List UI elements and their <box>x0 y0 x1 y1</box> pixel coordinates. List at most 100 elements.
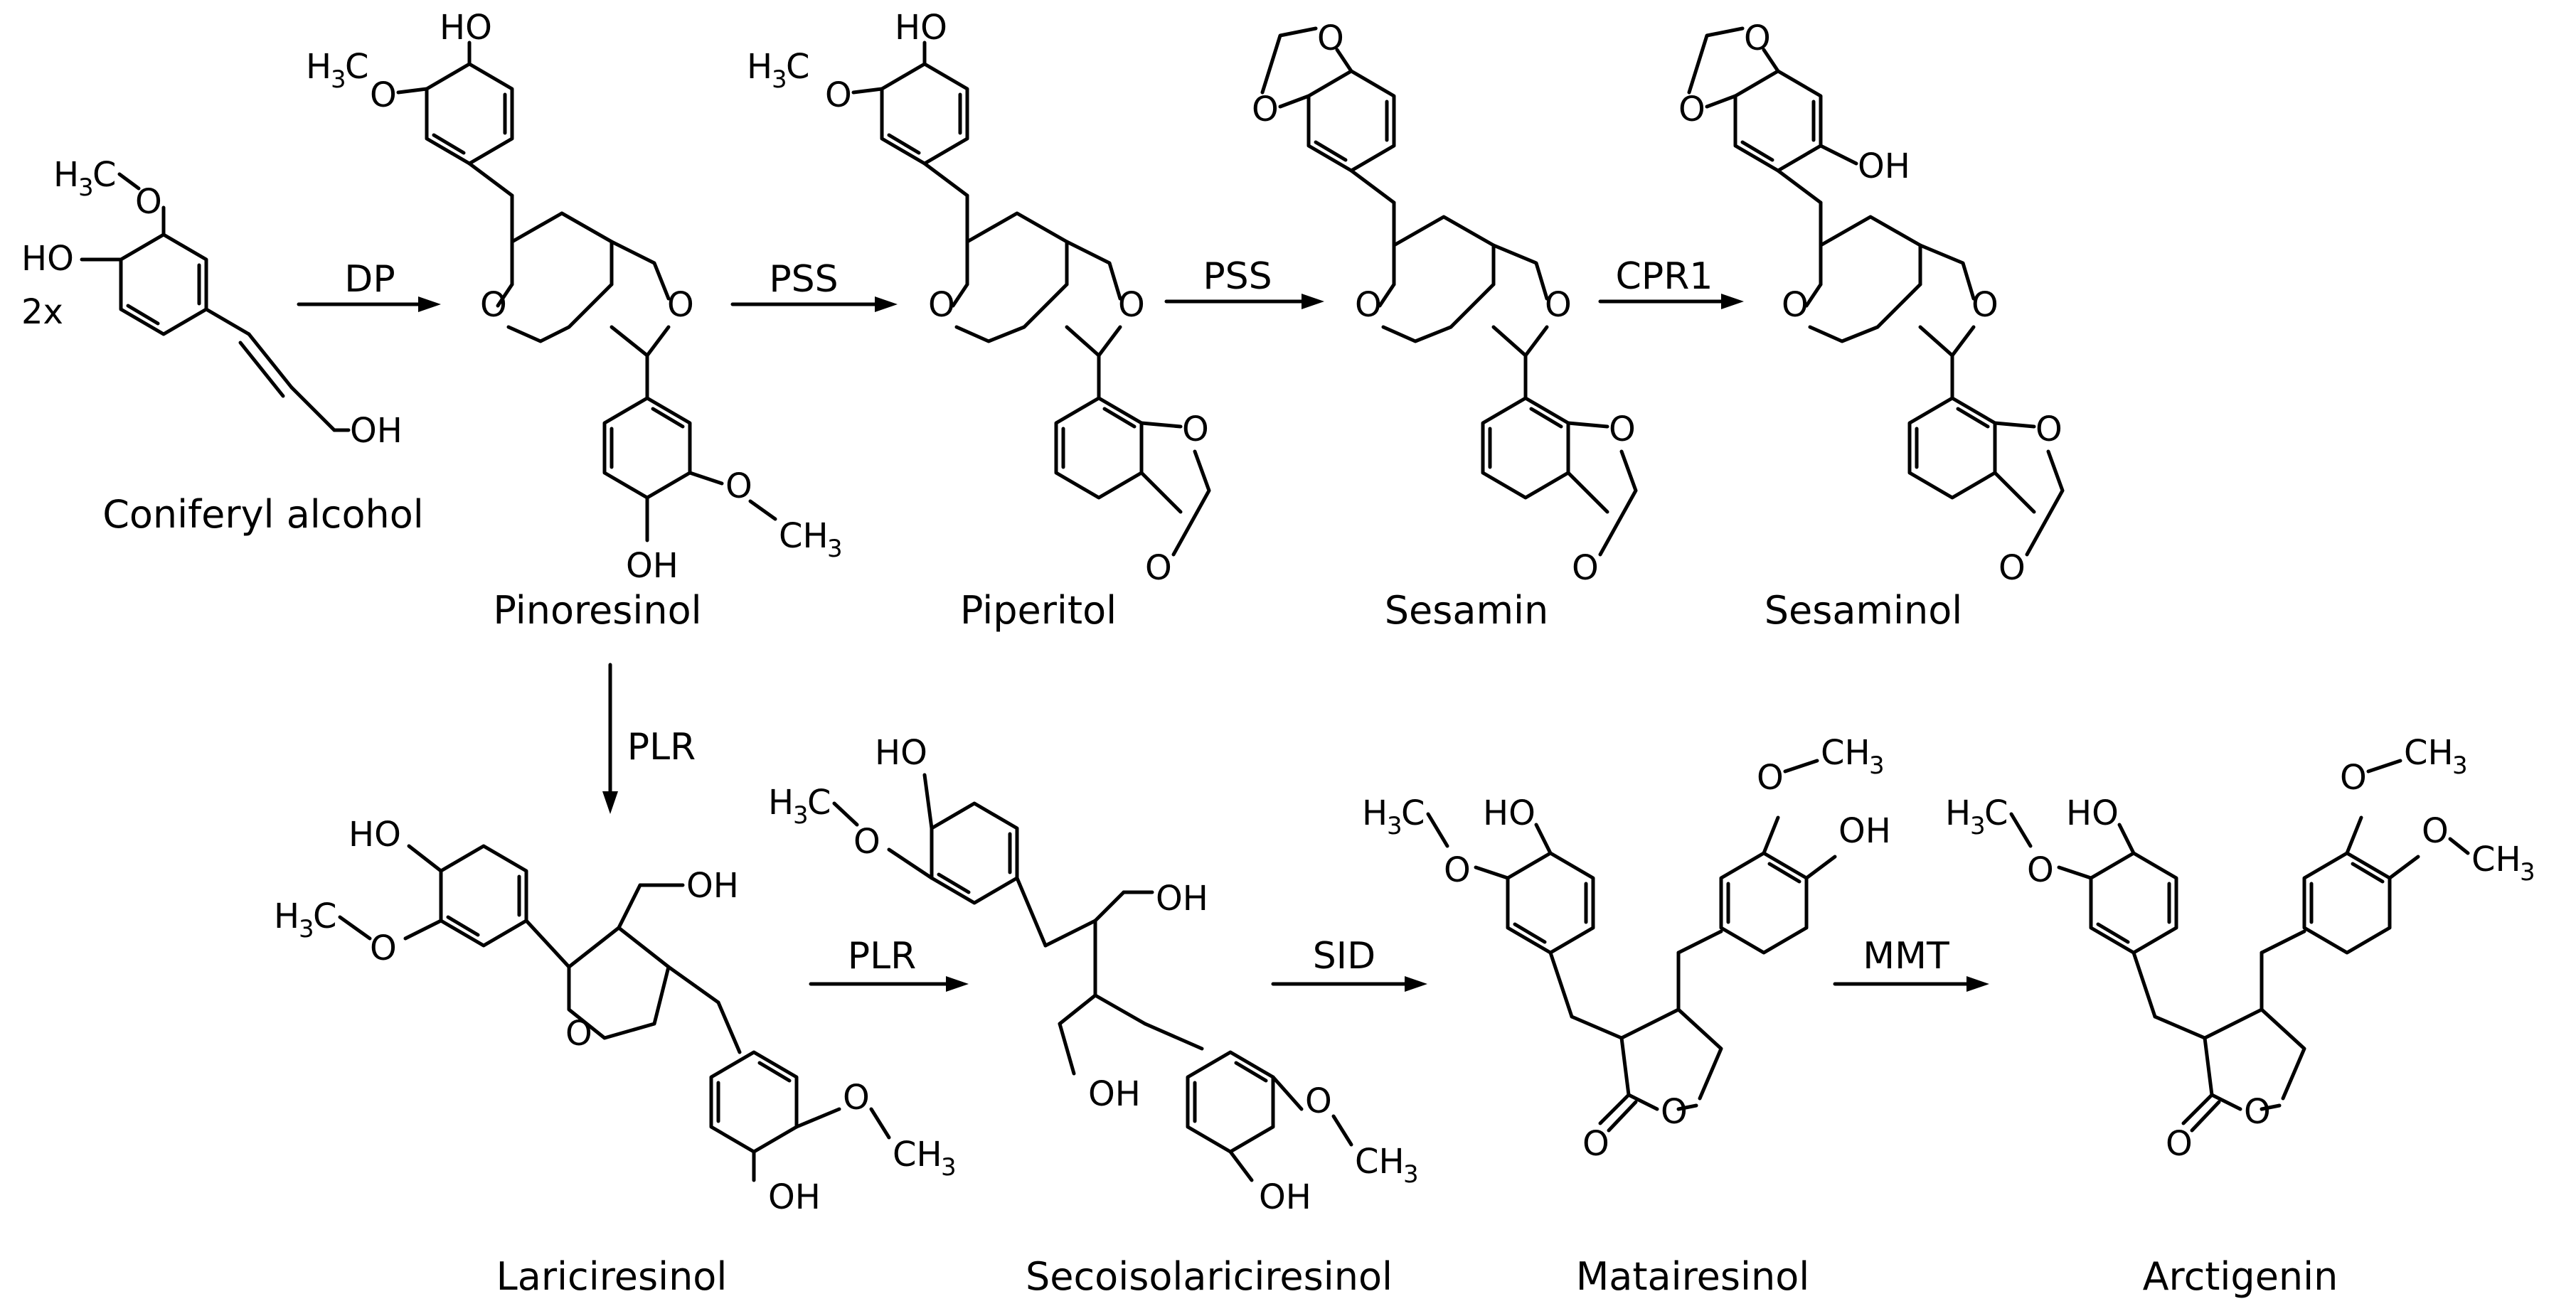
svg-text:O: O <box>1744 18 1771 58</box>
svg-text:3: 3 <box>2452 751 2468 780</box>
enzyme-sid-label: SID <box>1313 935 1375 978</box>
enzyme-dp-label: DP <box>344 258 395 301</box>
svg-text:HO: HO <box>1483 793 1536 833</box>
arrow-mmt: MMT <box>1833 935 1989 992</box>
svg-text:O: O <box>853 822 880 862</box>
structure-lariciresinol: HO O H 3 C OH O O CH 3 OH Lariciresinol <box>274 815 957 1299</box>
svg-text:HO: HO <box>348 815 401 855</box>
coniferyl-multiplier: 2x <box>21 292 63 332</box>
svg-text:C: C <box>807 783 831 823</box>
svg-text:3: 3 <box>941 1153 957 1182</box>
svg-text:HO: HO <box>895 8 947 48</box>
label-matairesinol: Matairesinol <box>1576 1254 1810 1299</box>
svg-text:O: O <box>1757 758 1784 798</box>
svg-text:CH: CH <box>893 1135 942 1174</box>
arrow-pss-1: PSS <box>730 258 898 312</box>
structure-sesamin: O O O O O O Sesamin <box>1252 18 1638 633</box>
svg-text:O: O <box>1782 285 1809 325</box>
label-coniferyl-alcohol: Coniferyl alcohol <box>102 492 424 537</box>
svg-text:OH: OH <box>1858 146 1910 186</box>
svg-text:O: O <box>667 285 694 325</box>
svg-text:O: O <box>1609 410 1636 449</box>
svg-text:CH: CH <box>2404 733 2454 773</box>
enzyme-plr-1-label: PLR <box>627 726 696 769</box>
svg-text:O: O <box>1545 285 1572 325</box>
svg-text:3: 3 <box>2520 858 2535 887</box>
label-sesamin: Sesamin <box>1385 588 1549 633</box>
enzyme-mmt-label: MMT <box>1863 935 1949 978</box>
enzyme-pss-1-label: PSS <box>769 258 838 301</box>
structure-pinoresinol: HO O H 3 C O O O CH 3 OH Pinoresinol <box>306 8 843 633</box>
svg-text:OH: OH <box>1259 1177 1311 1217</box>
svg-text:CH: CH <box>1821 733 1870 773</box>
label-pinoresinol: Pinoresinol <box>493 588 701 633</box>
svg-text:3: 3 <box>331 65 346 94</box>
svg-text:O: O <box>1998 548 2026 588</box>
svg-text:O: O <box>370 929 397 968</box>
svg-text:C: C <box>786 47 810 87</box>
arrow-pss-2: PSS <box>1164 255 1324 309</box>
svg-text:O: O <box>1317 18 1344 58</box>
svg-text:HO: HO <box>875 733 927 773</box>
svg-text:H: H <box>1945 793 1971 833</box>
enzyme-pss-2-label: PSS <box>1203 255 1272 298</box>
svg-text:H: H <box>53 155 79 195</box>
svg-text:H: H <box>306 47 331 87</box>
svg-text:3: 3 <box>793 801 809 830</box>
svg-text:C: C <box>345 47 369 87</box>
svg-text:O: O <box>825 75 852 115</box>
svg-text:C: C <box>1984 793 2008 833</box>
arrow-cpr1: CPR1 <box>1598 255 1744 309</box>
structure-piperitol: HO O H 3 C O O O O Piperitol <box>747 8 1211 633</box>
svg-text:O: O <box>1661 1092 1688 1132</box>
svg-text:CH: CH <box>779 516 829 556</box>
enzyme-cpr1-label: CPR1 <box>1616 255 1713 298</box>
svg-text:O: O <box>1145 548 1172 588</box>
svg-text:O: O <box>1572 548 1599 588</box>
svg-text:O: O <box>2027 850 2054 890</box>
svg-text:O: O <box>2340 758 2367 798</box>
svg-text:O: O <box>843 1078 870 1118</box>
svg-text:O: O <box>928 285 955 325</box>
svg-text:OH: OH <box>768 1177 821 1217</box>
svg-text:H: H <box>1362 793 1388 833</box>
svg-text:H: H <box>274 897 299 936</box>
arrow-plr-1: PLR <box>602 663 696 814</box>
structure-coniferyl-alcohol: O H 3 C HO 2x OH Coniferyl alcohol <box>21 155 424 537</box>
svg-text:O: O <box>725 466 752 506</box>
svg-text:3: 3 <box>1869 751 1885 780</box>
svg-text:H: H <box>768 783 794 823</box>
arrow-dp: DP <box>297 258 441 312</box>
svg-text:C: C <box>313 897 337 936</box>
svg-text:C: C <box>1401 793 1425 833</box>
svg-text:3: 3 <box>1403 1160 1419 1189</box>
svg-text:CH: CH <box>2471 840 2521 879</box>
svg-text:O: O <box>480 285 507 325</box>
structure-sesaminol: O O OH O O O O Sesaminol <box>1678 18 2065 633</box>
svg-text:O: O <box>1678 90 1705 129</box>
svg-text:O: O <box>1582 1124 1609 1164</box>
svg-text:O: O <box>565 1014 592 1054</box>
svg-text:O: O <box>1971 285 1998 325</box>
svg-text:C: C <box>92 155 117 195</box>
svg-text:HO: HO <box>2066 793 2119 833</box>
svg-text:3: 3 <box>1387 812 1403 840</box>
label-secoisolariciresinol: Secoisolariciresinol <box>1026 1254 1393 1299</box>
svg-text:HO: HO <box>21 239 74 279</box>
label-piperitol: Piperitol <box>960 588 1117 633</box>
svg-text:O: O <box>1182 410 1209 449</box>
svg-text:CH: CH <box>1355 1142 1405 1182</box>
svg-text:O: O <box>1118 285 1145 325</box>
svg-text:O: O <box>2422 811 2449 851</box>
enzyme-plr-2-label: PLR <box>848 935 916 978</box>
svg-text:O: O <box>1444 850 1471 890</box>
svg-text:OH: OH <box>686 866 739 906</box>
svg-text:H: H <box>747 47 772 87</box>
structure-secoisolariciresinol: HO O H 3 C OH OH O CH 3 OH Secoisolarici… <box>768 733 1419 1299</box>
label-lariciresinol: Lariciresinol <box>496 1254 728 1299</box>
svg-text:O: O <box>1355 285 1382 325</box>
arrow-sid: SID <box>1271 935 1427 992</box>
svg-text:O: O <box>2166 1124 2193 1164</box>
svg-text:3: 3 <box>827 535 843 563</box>
label-sesaminol: Sesaminol <box>1765 588 1963 633</box>
